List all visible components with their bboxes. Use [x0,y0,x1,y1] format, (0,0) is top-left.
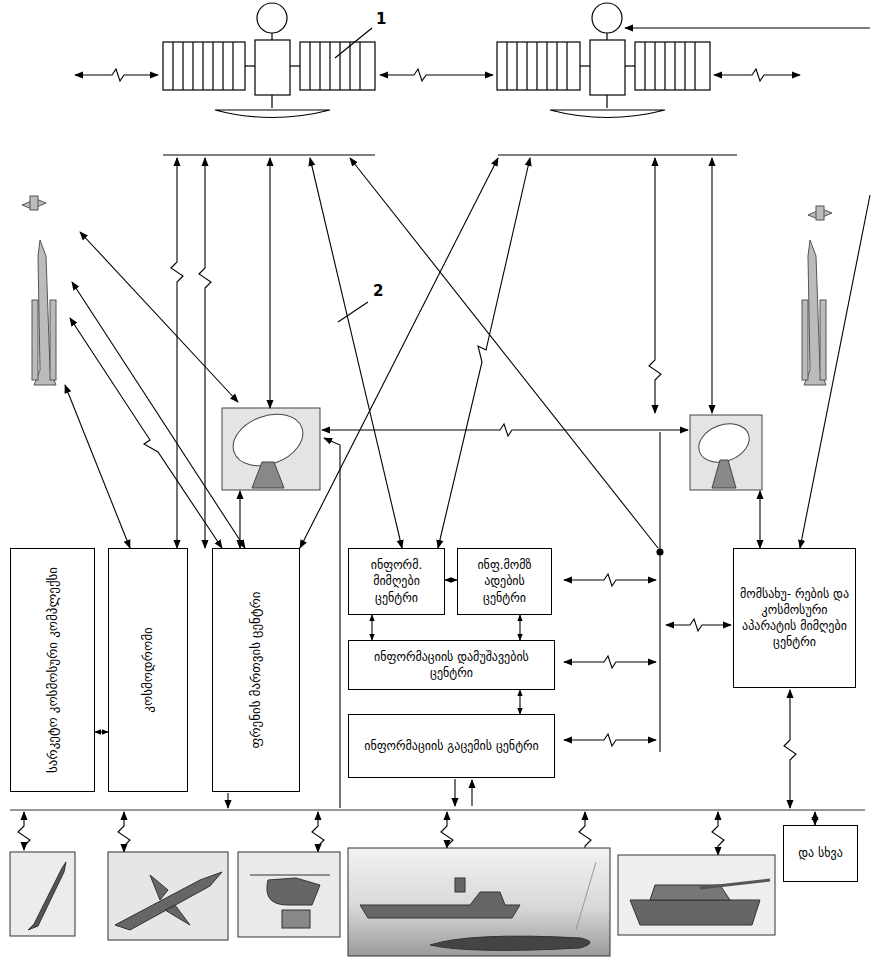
connector-arrow [445,579,457,580]
box-text: და სხვა [798,845,843,861]
process-box: მომსახუ- რების და კოსმოსური აპარატის მიმ… [733,548,856,688]
process-box: ინფორმ. მიმღები ცენტრი [348,548,445,615]
process-box: ინფორმაციის დამუშავების ცენტრი [348,640,555,690]
process-box: ინფორმაციის გაცემის ცენტრი [348,714,555,778]
box-text: ინფ.მომზ ადების ცენტრი [462,557,547,606]
box-text: კოსმოდრომი [139,555,157,785]
rotated-box: სარკეტო კოსმოსური კომპლექსი [10,548,95,792]
process-box: და სხვა [783,825,858,882]
rotated-box: ფრენის მართვის ცენტრი [212,548,300,792]
box-text: ინფორმ. მიმღები ცენტრი [353,557,440,606]
connector-arrow [519,615,520,640]
connector-arrow [371,615,372,640]
connector-arrow [519,690,520,714]
box-text: მომსახუ- რების და კოსმოსური აპარატის მიმ… [738,586,851,651]
rotated-box: კოსმოდრომი [108,548,188,792]
box-text: ინფორმაციის გაცემის ცენტრი [364,738,539,754]
process-box: ინფ.მომზ ადების ცენტრი [457,548,552,615]
connector-arrow [95,731,108,732]
box-text: ფრენის მართვის ცენტრი [247,555,265,785]
box-text: სარკეტო კოსმოსური კომპლექსი [44,555,62,785]
callout-number: 2 [371,282,385,300]
callout-number: 1 [374,10,388,28]
box-text: ინფორმაციის დამუშავების ცენტრი [353,649,550,681]
